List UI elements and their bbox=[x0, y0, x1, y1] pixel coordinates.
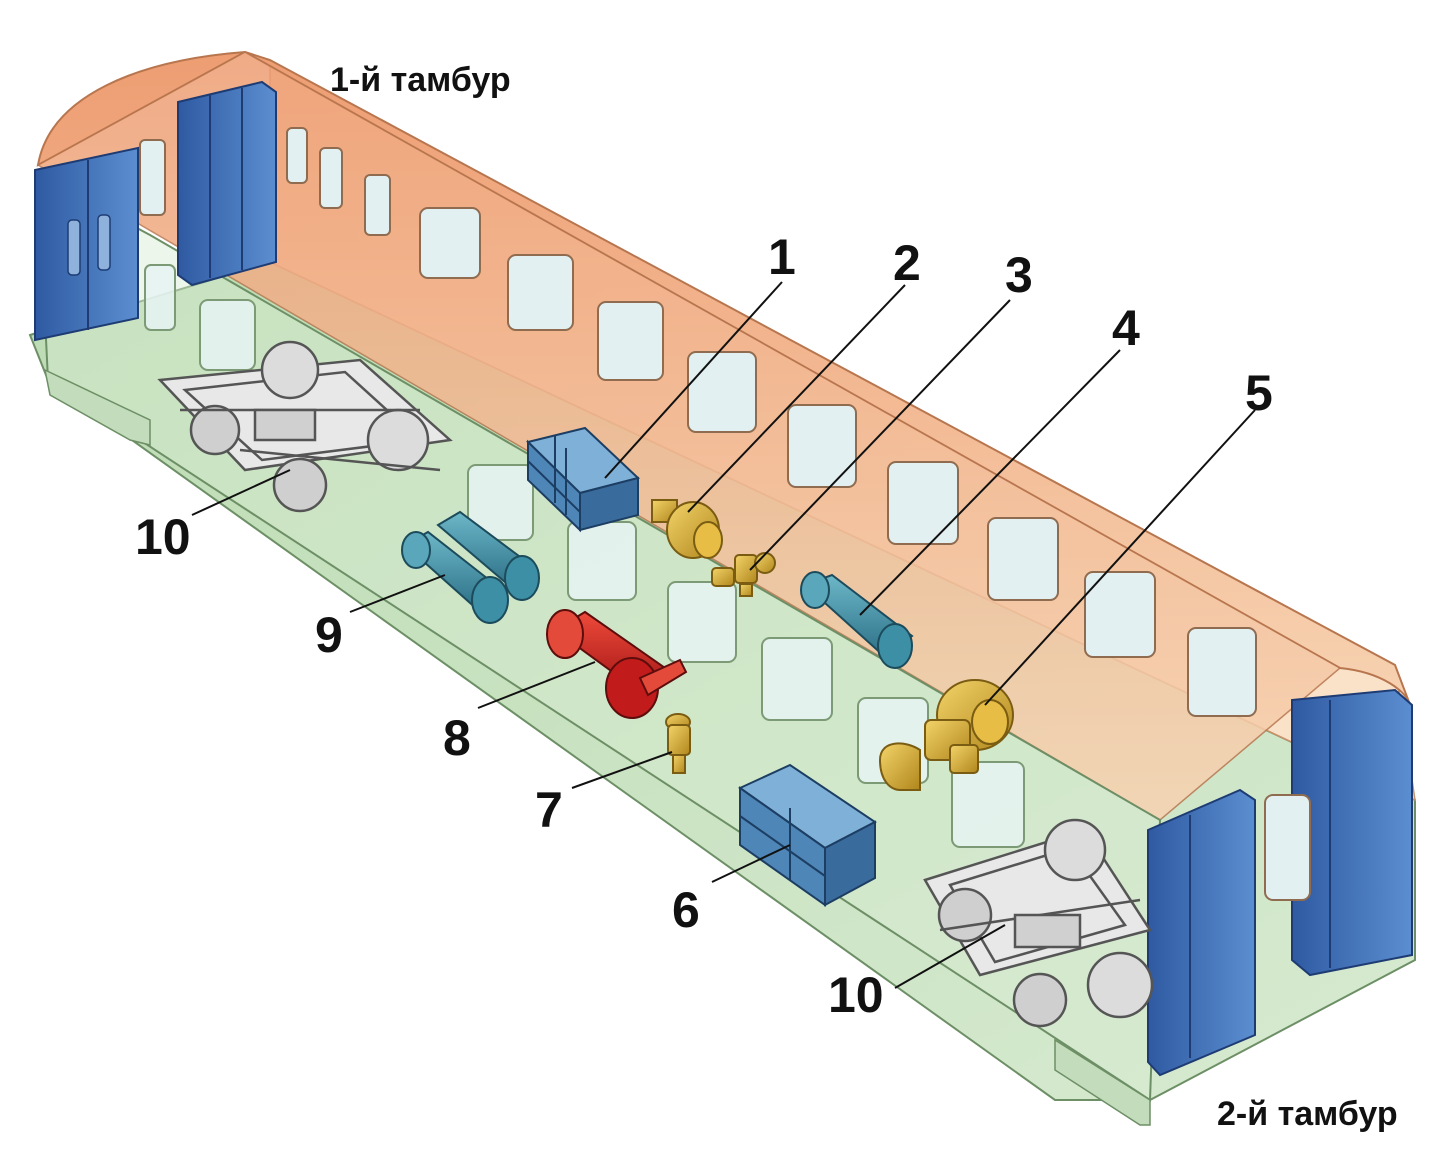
leader-1 bbox=[604, 281, 783, 479]
leader-6 bbox=[711, 844, 791, 883]
callout-2: 2 bbox=[893, 235, 921, 291]
equipment-9-tanks bbox=[401, 510, 540, 624]
leader-9 bbox=[349, 574, 446, 613]
equipment-7-fitting bbox=[665, 713, 691, 774]
vestibule-1-label: 1-й тамбур bbox=[330, 61, 511, 99]
window bbox=[987, 517, 1059, 601]
window bbox=[467, 464, 534, 541]
leader-2 bbox=[687, 284, 906, 513]
callout-4: 4 bbox=[1112, 300, 1140, 356]
window bbox=[787, 404, 857, 488]
near-wall-windows bbox=[144, 264, 1025, 848]
end-door-right bbox=[1291, 688, 1413, 977]
side-door-left bbox=[177, 80, 277, 287]
callout-9: 9 bbox=[315, 607, 343, 663]
vestibule-2-label: 2-й тамбур bbox=[1217, 1095, 1398, 1133]
window bbox=[951, 761, 1025, 848]
equipment-4-tank bbox=[800, 571, 914, 669]
callout-1: 1 bbox=[768, 229, 796, 285]
window bbox=[319, 147, 343, 209]
leader-3 bbox=[749, 299, 1011, 571]
leader-5 bbox=[984, 409, 1256, 706]
window bbox=[1084, 571, 1156, 658]
window bbox=[364, 174, 391, 236]
window bbox=[567, 521, 637, 601]
leader-4 bbox=[859, 349, 1121, 616]
leader-lines bbox=[191, 281, 1256, 989]
bogie-front bbox=[157, 340, 453, 513]
end-skirt-right bbox=[1054, 1038, 1151, 1126]
window bbox=[761, 637, 833, 721]
window bbox=[507, 254, 574, 331]
window bbox=[286, 127, 308, 184]
leader-10a bbox=[191, 469, 291, 516]
equipment-2-cylinder bbox=[651, 499, 723, 559]
callout-5: 5 bbox=[1245, 365, 1273, 421]
callout-3: 3 bbox=[1005, 247, 1033, 303]
equipment-6-box bbox=[738, 763, 877, 907]
window bbox=[199, 299, 256, 371]
end-door-left bbox=[34, 146, 139, 342]
equipment-5-assembly bbox=[878, 679, 1014, 791]
callout-10-rear: 10 bbox=[828, 967, 884, 1023]
callout-6: 6 bbox=[672, 882, 700, 938]
leader-8 bbox=[477, 661, 596, 709]
far-wall-windows bbox=[286, 127, 1257, 717]
leader-10b bbox=[894, 924, 1006, 989]
equipment-1-box bbox=[526, 426, 641, 533]
car-ceiling-band bbox=[36, 51, 1342, 821]
window bbox=[419, 207, 481, 279]
window bbox=[144, 264, 176, 331]
bogie-rear bbox=[923, 818, 1154, 1028]
callout-7: 7 bbox=[535, 782, 563, 838]
vestibule-1-doors bbox=[34, 80, 277, 342]
equipment-8-heater bbox=[546, 609, 688, 719]
callout-8: 8 bbox=[443, 710, 471, 766]
window bbox=[597, 301, 664, 381]
callout-10-front: 10 bbox=[135, 509, 191, 565]
window bbox=[687, 351, 757, 433]
leader-7 bbox=[571, 751, 673, 789]
window bbox=[667, 581, 737, 663]
window bbox=[887, 461, 959, 545]
end-skirt-left bbox=[43, 368, 151, 446]
side-door-right bbox=[1147, 788, 1256, 1077]
window bbox=[1187, 627, 1257, 717]
vestibule-2-doors bbox=[1147, 688, 1413, 1077]
